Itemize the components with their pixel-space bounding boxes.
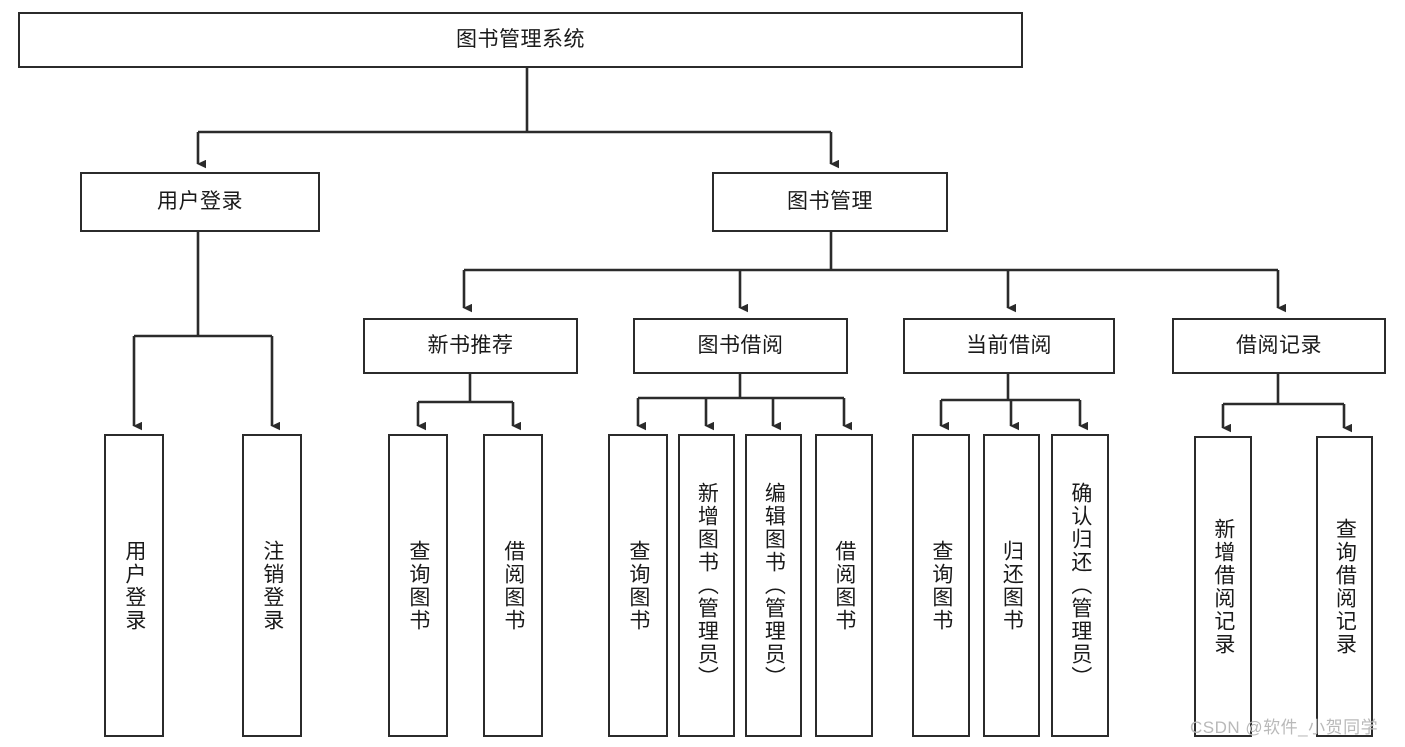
node-leaf-query-book-borrow[interactable]: 查询图书 [608,434,668,737]
node-leaf-user-login[interactable]: 用户登录 [104,434,164,737]
node-leaf-confirm-return-admin-label: 确认归还（管理员） [1068,482,1092,689]
node-leaf-return-book[interactable]: 归还图书 [983,434,1040,737]
node-leaf-add-book-admin[interactable]: 新增图书（管理员） [678,434,735,737]
node-leaf-return-book-label: 归还图书 [1000,539,1024,632]
node-book-borrow-label: 图书借阅 [697,334,784,358]
node-root[interactable]: 图书管理系统 [18,12,1023,68]
node-current-borrow[interactable]: 当前借阅 [903,318,1115,374]
node-leaf-add-borrow-record-label: 新增借阅记录 [1211,517,1235,656]
node-leaf-edit-book-admin[interactable]: 编辑图书（管理员） [745,434,802,737]
node-borrow-record[interactable]: 借阅记录 [1172,318,1386,374]
node-leaf-query-borrow-record[interactable]: 查询借阅记录 [1316,436,1373,737]
node-leaf-query-book-rec[interactable]: 查询图书 [388,434,448,737]
node-leaf-logout[interactable]: 注销登录 [242,434,302,737]
node-current-borrow-label: 当前借阅 [966,334,1052,358]
node-book-borrow[interactable]: 图书借阅 [633,318,848,374]
node-user-login-label: 用户登录 [157,190,243,214]
node-new-book-recommend[interactable]: 新书推荐 [363,318,578,374]
node-root-label: 图书管理系统 [456,28,585,52]
node-leaf-borrow-book-borrow[interactable]: 借阅图书 [815,434,873,737]
node-borrow-record-label: 借阅记录 [1236,334,1322,358]
node-leaf-borrow-book-rec[interactable]: 借阅图书 [483,434,543,737]
node-user-login[interactable]: 用户登录 [80,172,320,232]
node-leaf-borrow-book-rec-label: 借阅图书 [501,539,525,632]
node-leaf-user-login-label: 用户登录 [122,539,146,632]
node-leaf-logout-label: 注销登录 [260,539,284,632]
node-leaf-add-book-admin-label: 新增图书（管理员） [695,482,719,689]
node-leaf-query-book-borrow-label: 查询图书 [626,539,650,632]
node-new-book-recommend-label: 新书推荐 [427,334,514,358]
node-leaf-borrow-book-borrow-label: 借阅图书 [832,539,856,632]
node-book-management[interactable]: 图书管理 [712,172,948,232]
node-leaf-edit-book-admin-label: 编辑图书（管理员） [762,482,786,689]
node-leaf-add-borrow-record[interactable]: 新增借阅记录 [1194,436,1252,737]
node-book-management-label: 图书管理 [787,190,873,214]
node-leaf-query-book-current-label: 查询图书 [929,539,953,632]
csdn-watermark: CSDN @软件_小贺同学 [1190,718,1379,737]
node-leaf-confirm-return-admin[interactable]: 确认归还（管理员） [1051,434,1109,737]
node-leaf-query-borrow-record-label: 查询借阅记录 [1333,517,1357,656]
node-leaf-query-book-rec-label: 查询图书 [406,539,430,632]
node-leaf-query-book-current[interactable]: 查询图书 [912,434,970,737]
